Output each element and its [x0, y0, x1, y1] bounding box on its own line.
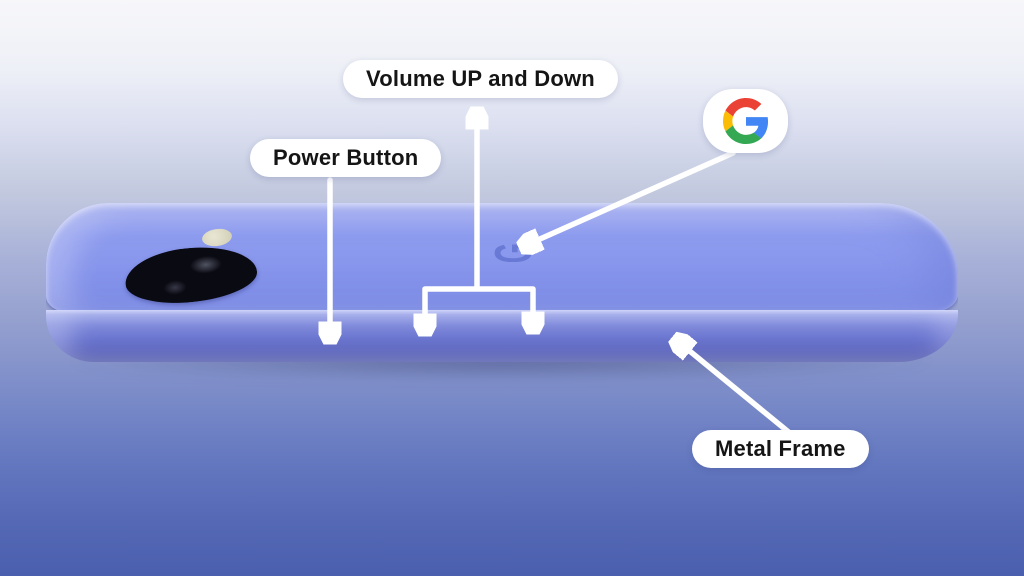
phone-back-panel: G — [46, 203, 958, 312]
metal-frame-label: Metal Frame — [692, 430, 869, 468]
phone-back-view: G — [46, 203, 958, 362]
volume-bracket-arrows — [425, 286, 533, 333]
power-button-label: Power Button — [250, 139, 442, 177]
google-badge — [703, 89, 788, 153]
google-g-icon — [722, 98, 768, 144]
google-logo-arrow — [522, 150, 736, 247]
volume-label: Volume UP and Down — [343, 60, 618, 98]
metal-frame-arrow — [675, 339, 794, 437]
